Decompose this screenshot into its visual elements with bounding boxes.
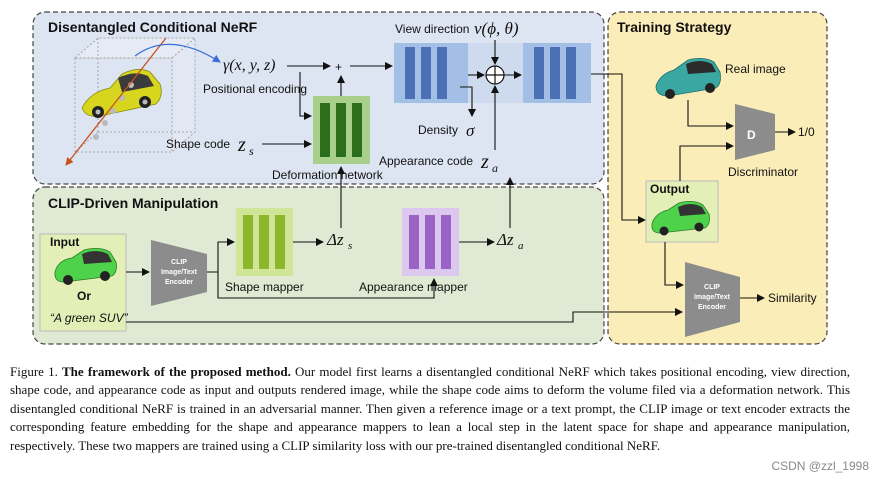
z-s-subscript: s: [249, 144, 254, 158]
clip-panel-title: CLIP-Driven Manipulation: [48, 195, 218, 211]
svg-text:Encoder: Encoder: [165, 279, 193, 286]
nerf-mlp-block-1: [394, 43, 468, 103]
nerf-arrows: [262, 40, 646, 224]
delta-z-s-subscript: s: [348, 240, 352, 252]
svg-text:Image/Text: Image/Text: [694, 294, 731, 301]
clip-panel: [32, 186, 605, 345]
output-label: Output: [650, 182, 689, 196]
input-box: [39, 233, 127, 332]
density-label: Density: [418, 123, 458, 137]
positional-encoding-label: Positional encoding: [203, 82, 307, 96]
clip-encoder-right: CLIP Image/Text Encoder: [685, 262, 740, 337]
green-car-image: [54, 248, 117, 285]
appearance-mapper-label: Appearance mapper: [359, 280, 468, 294]
clip-encoder-left: CLIP Image/Text Encoder: [151, 240, 207, 306]
z-s-symbol: z: [237, 134, 246, 156]
discriminator-label: Discriminator: [728, 165, 798, 179]
input-label: Input: [50, 235, 79, 249]
caption-title: The framework of the proposed method.: [62, 364, 291, 379]
text-prompt: “A green SUV”: [50, 311, 129, 325]
svg-text:CLIP: CLIP: [171, 259, 187, 266]
delta-z-s: Δz: [326, 230, 344, 249]
appearance-mapper-block: [402, 208, 459, 276]
clip-arrows: [126, 166, 683, 323]
watermark: CSDN @zzl_1998: [771, 459, 869, 473]
discriminator-symbol: D: [747, 128, 756, 142]
svg-text:Encoder: Encoder: [698, 304, 726, 311]
shape-mapper-block: [236, 208, 293, 276]
shape-mapper-label: Shape mapper: [225, 280, 304, 294]
appearance-code-label: Appearance code: [379, 154, 473, 168]
shape-code-label: Shape code: [166, 137, 230, 151]
nerf-panel-title: Disentangled Conditional NeRF: [48, 19, 258, 35]
teal-car-image: [655, 58, 721, 99]
svg-text:CLIP: CLIP: [704, 284, 720, 291]
deformation-network-block: [313, 96, 370, 164]
delta-z-a: Δz: [496, 230, 514, 249]
figure-label: Figure 1.: [10, 364, 58, 379]
green-car-output-image: [651, 201, 710, 236]
view-direction-label: View direction: [395, 22, 469, 36]
svg-text:Image/Text: Image/Text: [161, 269, 198, 276]
deformation-network-label: Deformation network: [272, 168, 384, 182]
similarity-label: Similarity: [768, 291, 817, 305]
training-panel-title: Training Strategy: [617, 19, 732, 35]
sigma-symbol: σ: [466, 121, 475, 140]
nerf-mlp-block-2: [523, 43, 591, 103]
figure-caption: Figure 1. The framework of the proposed …: [10, 363, 850, 455]
real-image-label: Real image: [725, 62, 786, 76]
or-label: Or: [77, 289, 91, 303]
discriminator-block: [735, 104, 775, 160]
z-a-subscript: a: [492, 161, 498, 175]
z-a-symbol: z: [480, 151, 489, 173]
framework-diagram: Disentangled Conditional NeRF CLIP-Drive…: [32, 11, 828, 345]
training-arrows: [664, 100, 796, 302]
view-direction-vector: v(ϕ, θ): [474, 19, 519, 38]
delta-z-a-subscript: a: [518, 240, 524, 252]
concat-oplus-node: [485, 65, 505, 85]
yellow-car-image: [81, 69, 162, 118]
caption-body: Our model first learns a disentangled co…: [10, 364, 851, 453]
discriminator-output: 1/0: [798, 125, 815, 139]
gamma-xyz: γ(x, y, z): [223, 57, 276, 74]
cube-with-car: [65, 36, 221, 166]
plus-symbol: +: [335, 60, 342, 74]
